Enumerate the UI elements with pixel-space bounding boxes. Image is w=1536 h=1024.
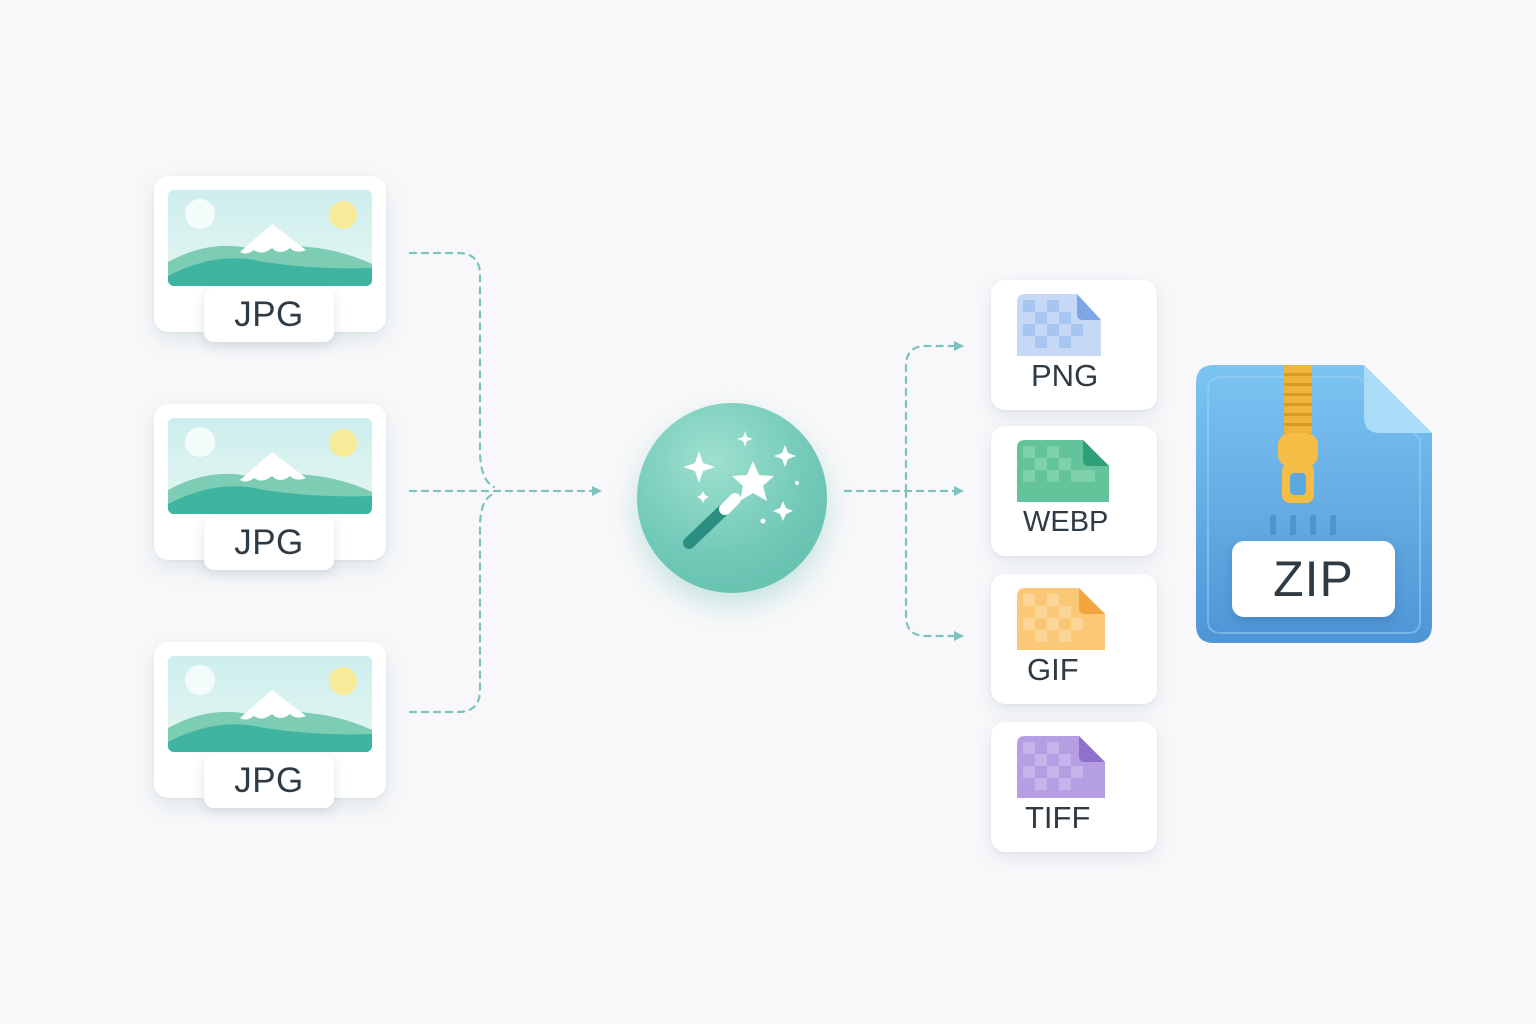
connector-out-png <box>904 341 964 493</box>
input-image-card: JPG <box>154 642 386 808</box>
landscape-image-icon <box>168 418 372 514</box>
landscape-image-icon <box>168 656 372 752</box>
output-format-card: TIFF <box>991 722 1157 852</box>
format-tag: JPG <box>204 754 334 808</box>
zip-label: ZIP <box>1232 541 1395 617</box>
format-tag: JPG <box>204 288 334 342</box>
converter-hub <box>637 403 827 593</box>
format-label: TIFF <box>1017 798 1149 838</box>
output-format-card: WEBP <box>991 426 1157 556</box>
format-tag: JPG <box>204 516 334 570</box>
connector-input-3 <box>408 492 496 714</box>
output-format-card: GIF <box>991 574 1157 704</box>
connector-input-1 <box>408 251 496 489</box>
landscape-image-icon <box>168 190 372 286</box>
output-format-card: PNG <box>991 280 1157 410</box>
input-image-card: JPG <box>154 176 386 342</box>
connector-out-gif <box>904 489 964 641</box>
zip-archive: ZIP <box>1196 365 1432 643</box>
zipper-icon <box>1278 365 1318 503</box>
format-label: GIF <box>1017 650 1149 690</box>
input-image-card: JPG <box>154 404 386 570</box>
format-label: WEBP <box>1017 502 1149 542</box>
magic-wand-icon <box>683 431 799 549</box>
format-label: PNG <box>1017 356 1149 396</box>
